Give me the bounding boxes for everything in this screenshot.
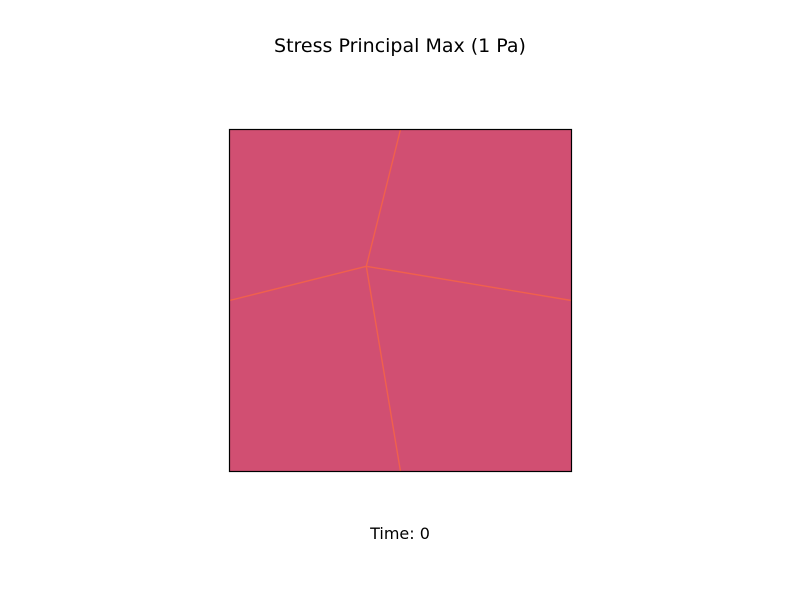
mesh-cells [229,129,572,472]
mesh-edges [229,129,572,472]
mesh-cell-bottom-right [365,265,572,472]
axes-frame [228,128,573,473]
mesh-edge-4 [365,266,402,472]
mesh-edge-1 [365,129,402,267]
time-label: Time: 0 [370,524,430,543]
mesh-edge-2 [229,265,367,302]
chart-title: Stress Principal Max (1 Pa) [274,35,526,57]
mesh-edge-3 [366,265,572,302]
